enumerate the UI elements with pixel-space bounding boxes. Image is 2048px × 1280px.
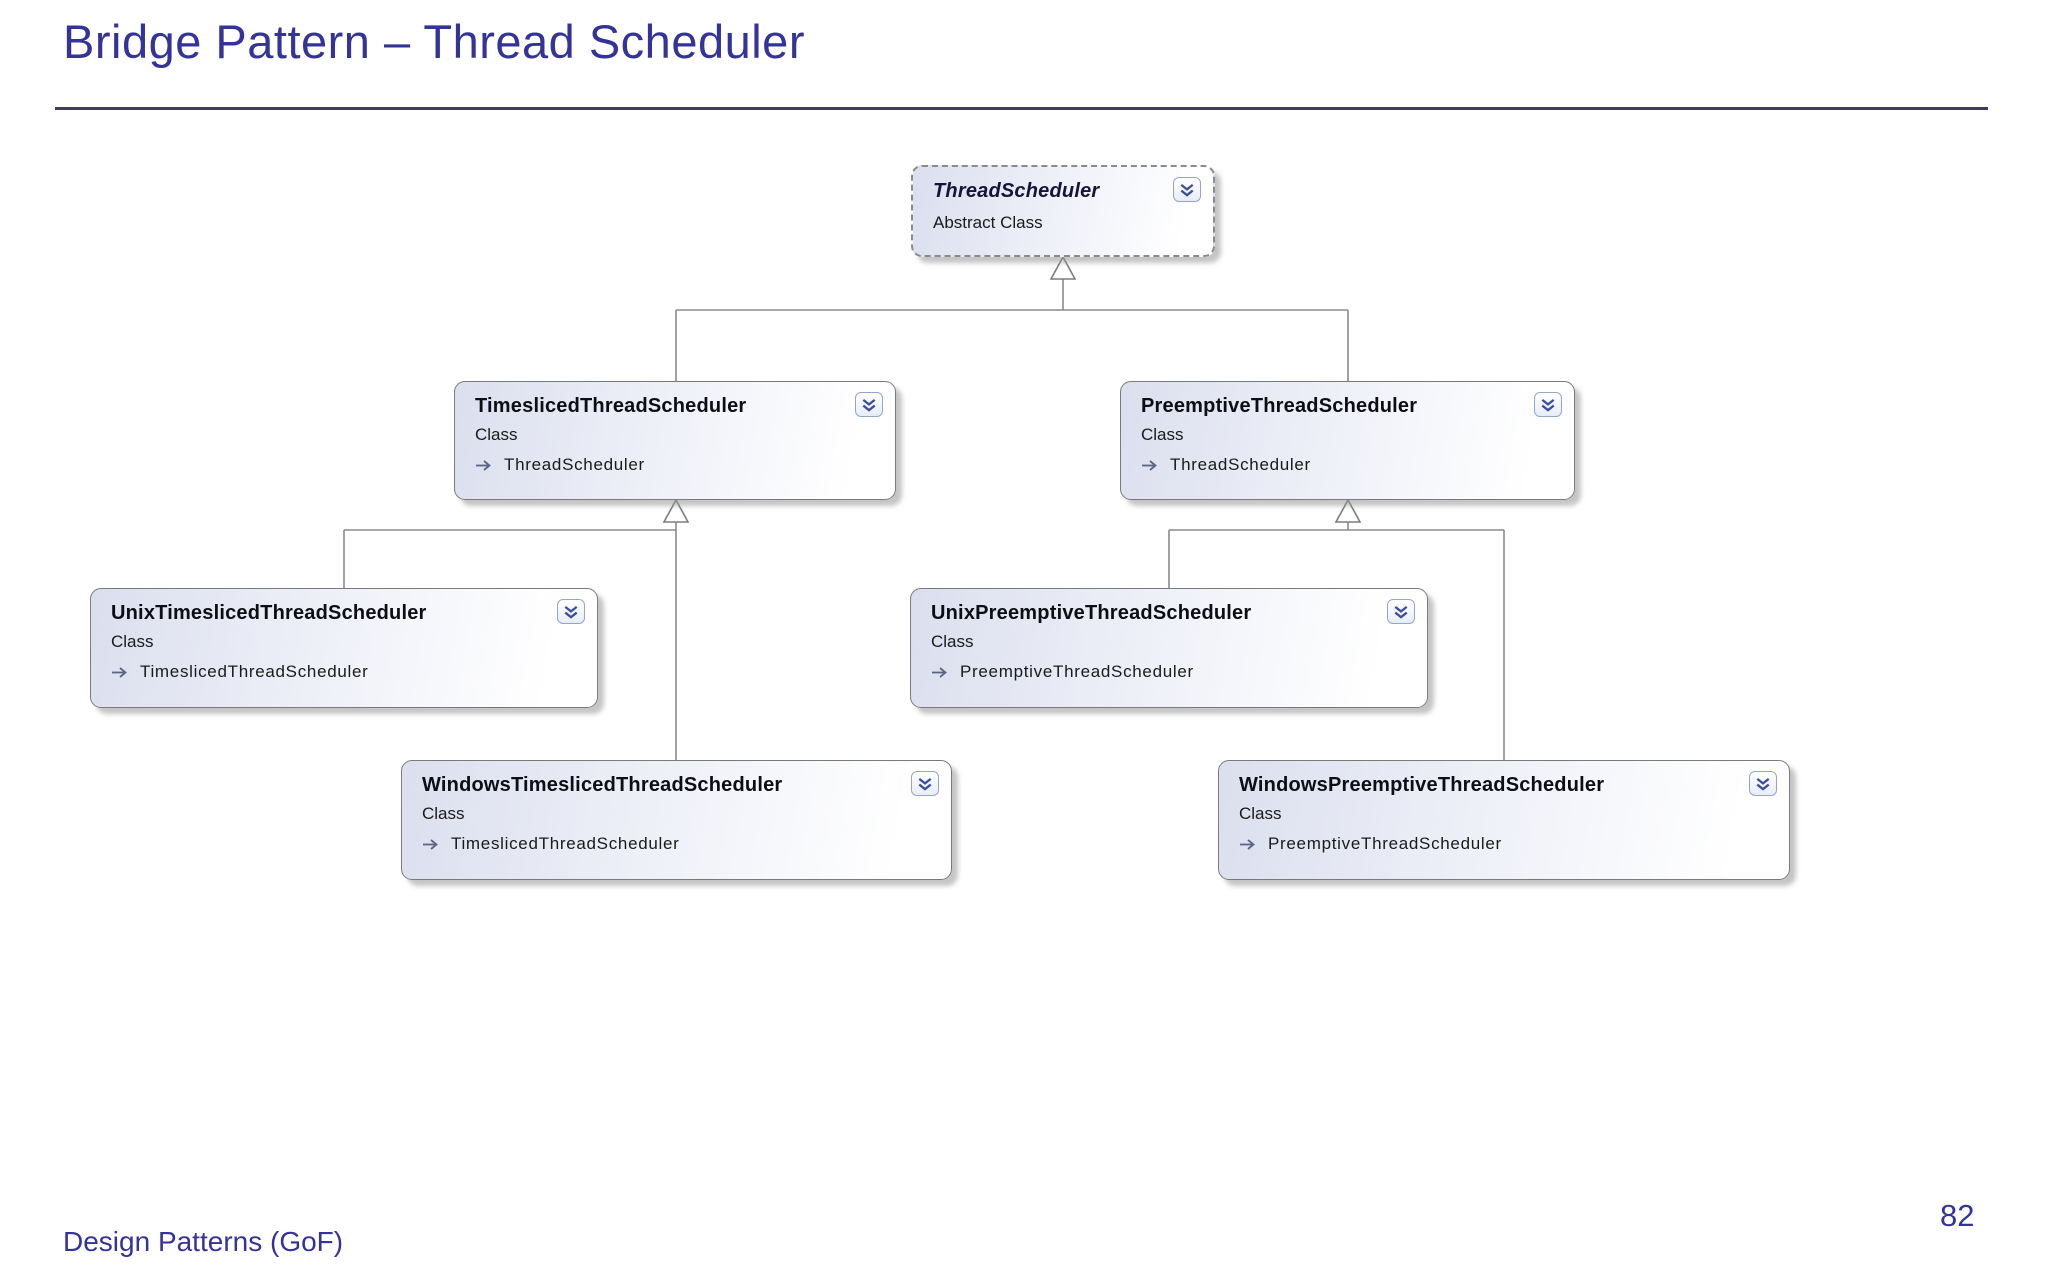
title-divider <box>55 107 1988 110</box>
class-name: PreemptiveThreadScheduler <box>1141 395 1418 417</box>
page-title: Bridge Pattern – Thread Scheduler <box>63 15 805 68</box>
base-class-name: TimeslicedThreadScheduler <box>140 662 369 681</box>
base-class-arrow-icon <box>932 666 947 678</box>
class-name: WindowsPreemptiveThreadScheduler <box>1239 774 1605 796</box>
class-name: UnixPreemptiveThreadScheduler <box>931 602 1252 624</box>
class-kind: Class <box>1239 804 1282 823</box>
class-name: ThreadScheduler <box>933 180 1100 202</box>
base-class-arrow-icon <box>423 838 438 850</box>
class-kind: Abstract Class <box>933 213 1043 232</box>
base-class-name: ThreadScheduler <box>1170 455 1311 474</box>
collapse-chevron-icon[interactable] <box>1749 771 1777 796</box>
base-class-arrow-icon <box>1142 459 1157 471</box>
base-class-arrow-icon <box>112 666 127 678</box>
class-node-unixtimeslicedthreadscheduler[interactable]: UnixTimeslicedThreadScheduler Class Time… <box>90 588 598 708</box>
collapse-chevron-icon[interactable] <box>855 392 883 417</box>
base-class-arrow-icon <box>1240 838 1255 850</box>
base-class-arrow-icon <box>476 459 491 471</box>
class-kind: Class <box>422 804 465 823</box>
base-class-name: TimeslicedThreadScheduler <box>451 834 680 853</box>
class-kind: Class <box>475 425 518 444</box>
footer-text: Design Patterns (GoF) <box>63 1226 344 1257</box>
class-kind: Class <box>1141 425 1184 444</box>
class-name: UnixTimeslicedThreadScheduler <box>111 602 427 624</box>
collapse-chevron-icon[interactable] <box>1387 599 1415 624</box>
class-node-timeslicedthreadscheduler[interactable]: TimeslicedThreadScheduler Class ThreadSc… <box>454 381 896 500</box>
class-node-windowstimeslicedthreadscheduler[interactable]: WindowsTimeslicedThreadScheduler Class T… <box>401 760 952 880</box>
class-node-preemptivethreadscheduler[interactable]: PreemptiveThreadScheduler Class ThreadSc… <box>1120 381 1575 500</box>
class-name: TimeslicedThreadScheduler <box>475 395 747 417</box>
collapse-chevron-icon[interactable] <box>557 599 585 624</box>
inheritance-triangle-icon <box>1334 498 1362 523</box>
collapse-chevron-icon[interactable] <box>1173 177 1201 202</box>
class-name: WindowsTimeslicedThreadScheduler <box>422 774 783 796</box>
base-class-name: PreemptiveThreadScheduler <box>1268 834 1502 853</box>
class-node-windowspreemptivethreadscheduler[interactable]: WindowsPreemptiveThreadScheduler Class P… <box>1218 760 1790 880</box>
class-kind: Class <box>111 632 154 651</box>
class-node-threadscheduler[interactable]: ThreadScheduler Abstract Class <box>911 165 1215 257</box>
class-node-unixpreemptivethreadscheduler[interactable]: UnixPreemptiveThreadScheduler Class Pree… <box>910 588 1428 708</box>
collapse-chevron-icon[interactable] <box>1534 392 1562 417</box>
inheritance-triangle-icon <box>662 498 690 523</box>
base-class-name: PreemptiveThreadScheduler <box>960 662 1194 681</box>
collapse-chevron-icon[interactable] <box>911 771 939 796</box>
inheritance-triangle-icon <box>1049 255 1077 280</box>
class-kind: Class <box>931 632 974 651</box>
page-number: 82 <box>1940 1198 1975 1233</box>
base-class-name: ThreadScheduler <box>504 455 645 474</box>
